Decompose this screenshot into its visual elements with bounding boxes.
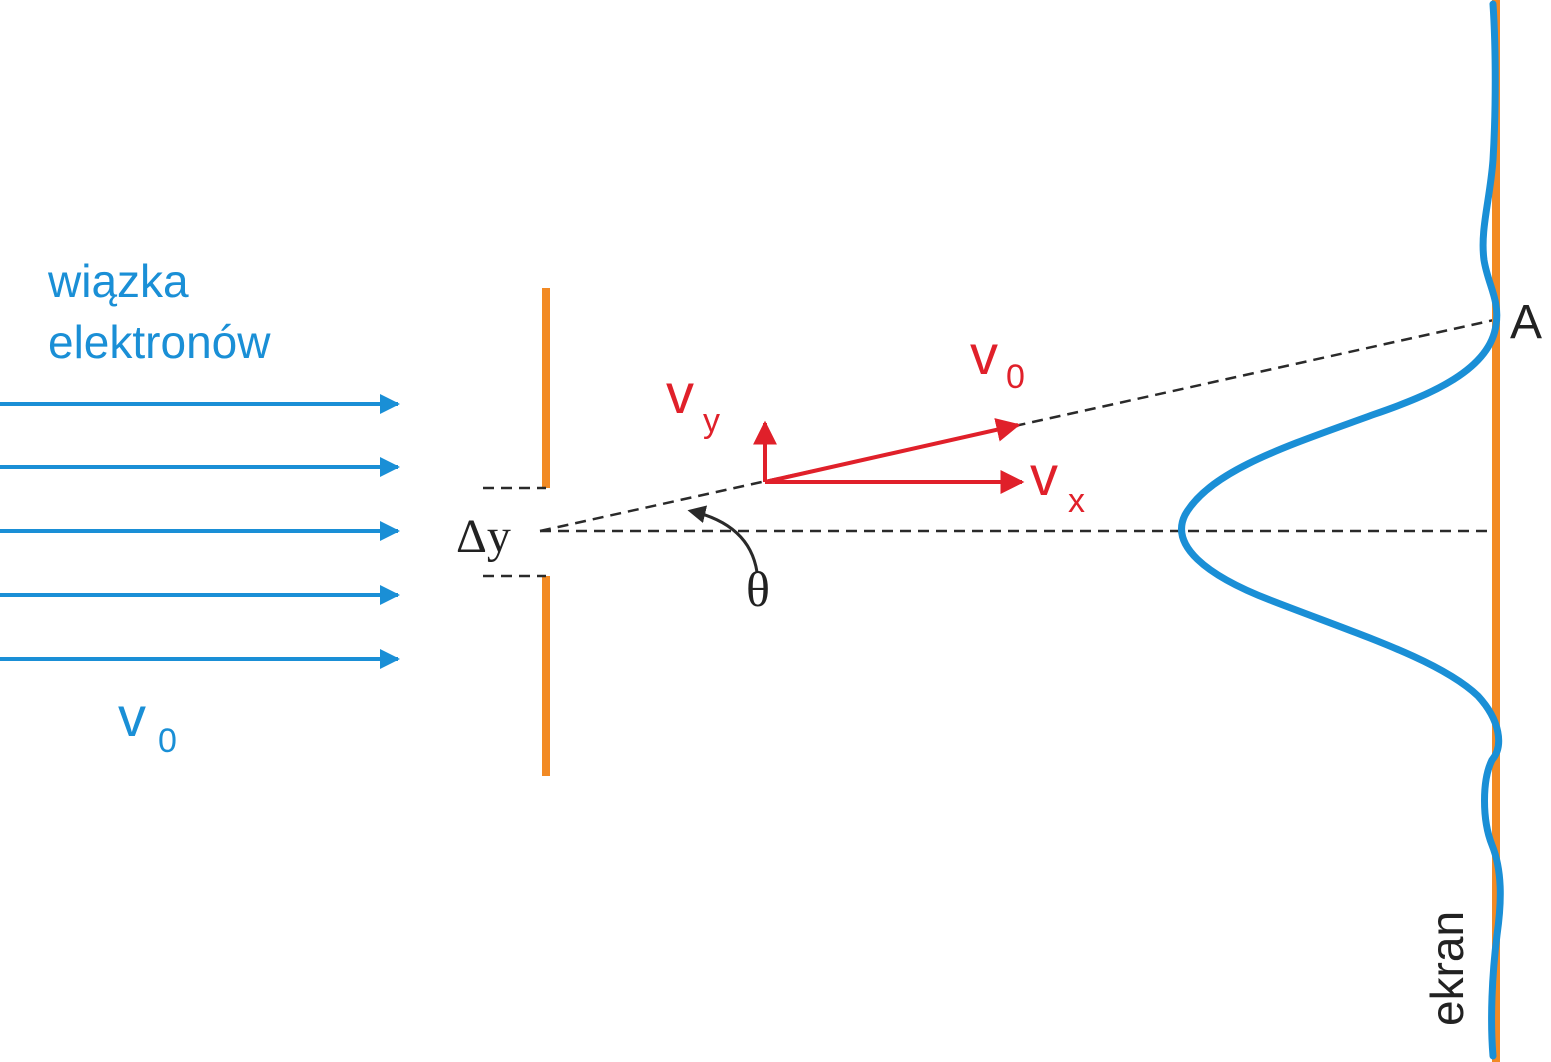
v0-vector — [764, 418, 1021, 484]
beam-velocity-subscript: 0 — [158, 722, 177, 760]
screen-label: ekran — [1421, 911, 1473, 1026]
beam-arrows — [0, 394, 400, 669]
vx-subscript: x — [1068, 482, 1085, 520]
slit-width-markers — [483, 486, 546, 578]
v0-subscript: 0 — [1006, 358, 1025, 396]
deflection-line — [539, 316, 1504, 533]
reference-lines — [539, 316, 1504, 533]
intensity-distribution-curve — [1178, 0, 1504, 1060]
vy-subscript: y — [703, 402, 720, 440]
slit-width-label: Δy — [456, 510, 511, 563]
beam-label-line2: elektronów — [48, 316, 271, 368]
beam-label-line1: wiązka — [47, 255, 189, 307]
point-a-label: A — [1510, 296, 1542, 349]
vx-label: v — [1030, 444, 1058, 507]
v0-label: v — [970, 323, 998, 386]
velocity-vectors — [753, 418, 1025, 494]
beam-velocity-label: v — [118, 685, 146, 748]
theta-label: θ — [746, 561, 770, 617]
theta-angle-arrow — [687, 505, 759, 573]
vy-label: v — [666, 362, 694, 425]
